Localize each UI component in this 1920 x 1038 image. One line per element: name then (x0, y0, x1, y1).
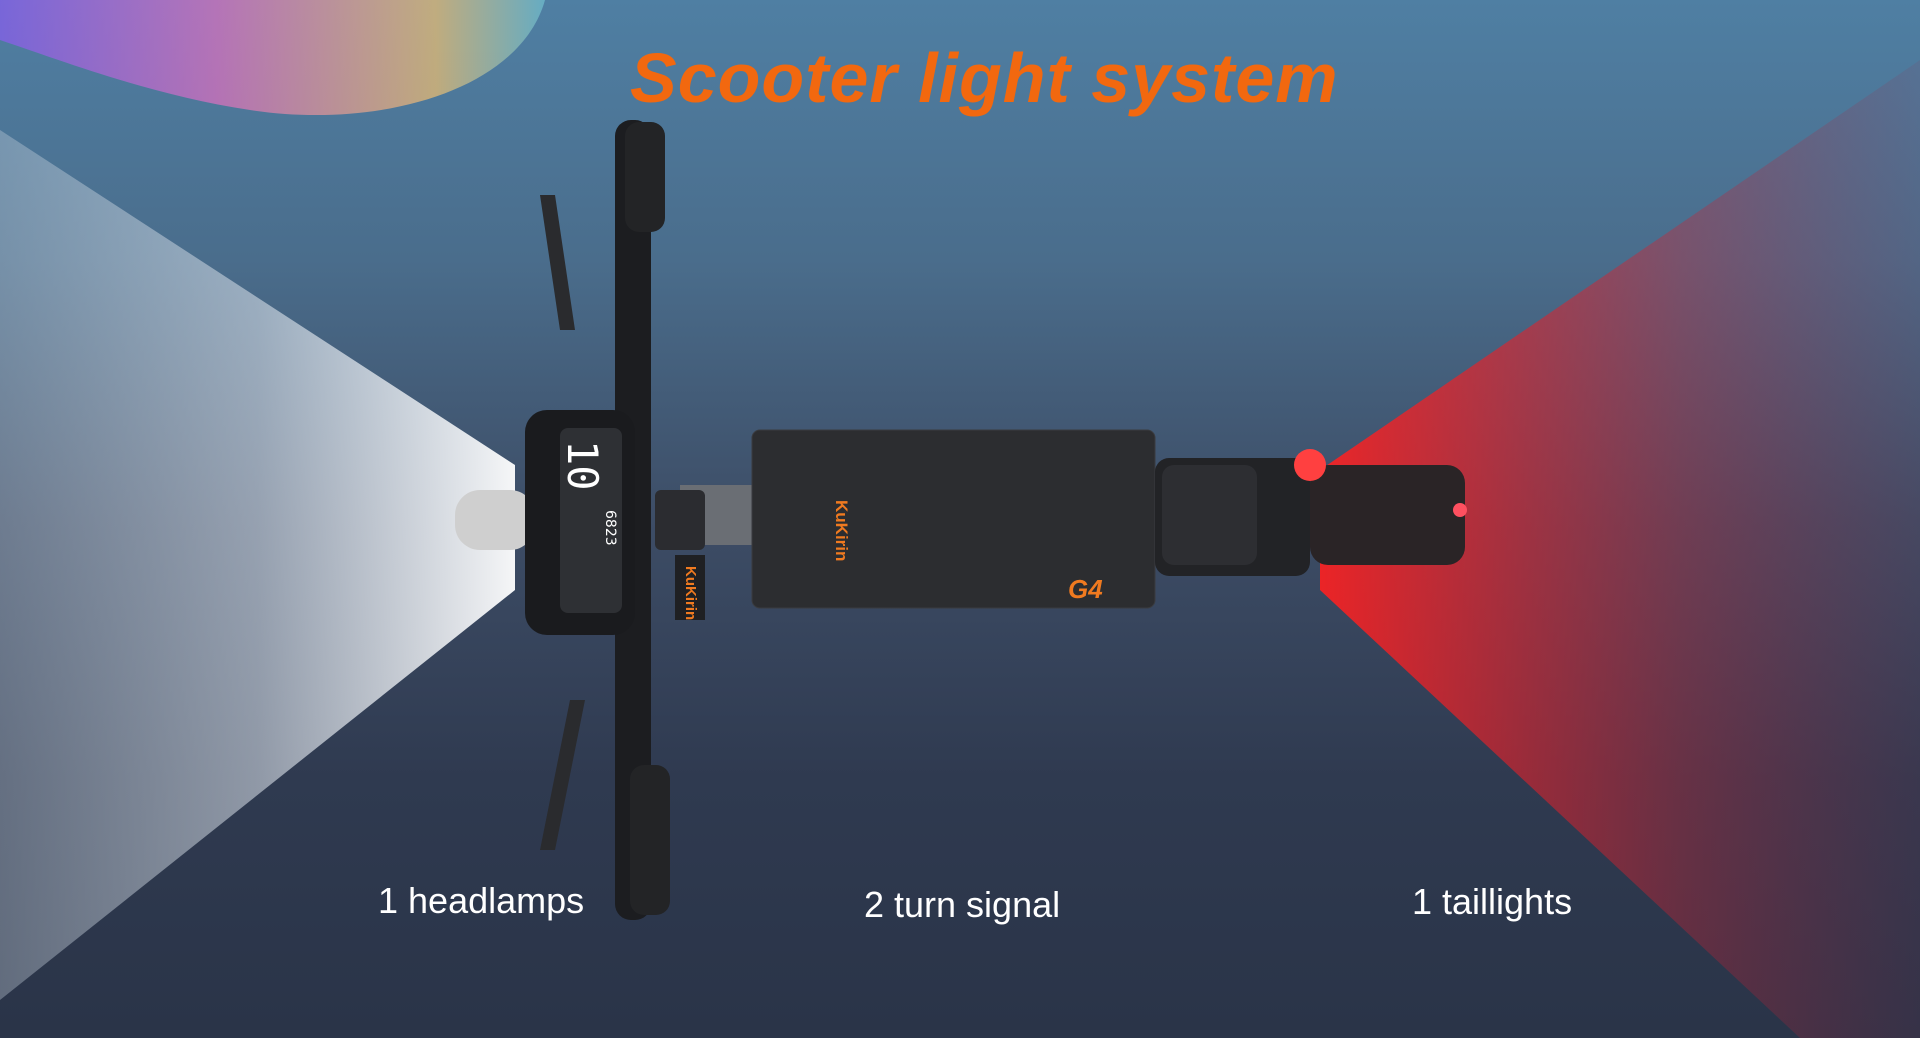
display-speed: 10 (558, 440, 607, 491)
taillight-beam (1320, 60, 1920, 1038)
deck-brand-logo: KuKirin (832, 500, 851, 561)
display-odometer: 6823 (602, 510, 618, 546)
decorative-swirl (0, 0, 545, 116)
brake-lever-bottom (540, 700, 585, 850)
grip-top (625, 122, 665, 232)
stem-tag-brand: KuKirin (682, 566, 699, 620)
tail-light-rear (1453, 503, 1467, 517)
headlamps-label: 1 headlamps (378, 880, 585, 921)
rear-pad (1162, 465, 1257, 565)
display-screen (560, 428, 622, 613)
stem-tag (675, 555, 705, 620)
tail-light (1294, 449, 1326, 481)
page-title: Scooter light system (630, 39, 1339, 117)
brake-lever-top (540, 195, 575, 330)
turn-signal-label: 2 turn signal (864, 884, 1061, 925)
taillights-label: 1 taillights (1412, 881, 1573, 922)
folding-clamp (655, 490, 705, 550)
grip-bottom (630, 765, 670, 915)
front-wheel (455, 490, 535, 550)
tail-unit (1310, 465, 1465, 565)
deck-model-badge: G4 (1068, 574, 1103, 604)
headlight-beam (0, 130, 515, 1000)
